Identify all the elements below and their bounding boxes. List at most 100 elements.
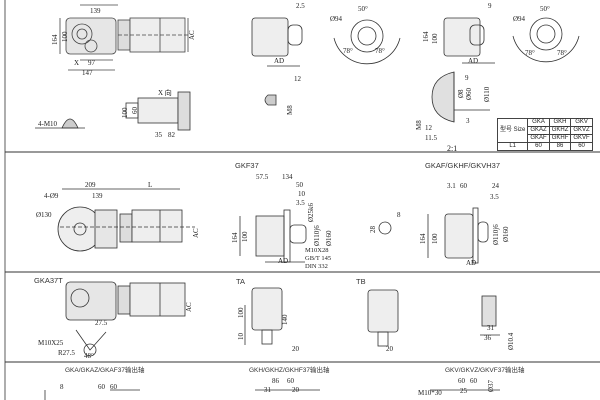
dim-label: 31 xyxy=(264,386,271,394)
dim-label: Ø8 xyxy=(457,89,465,98)
dim-label: 100 xyxy=(61,31,69,43)
dim-label: 147 xyxy=(82,69,93,77)
gkf37-gearmotor xyxy=(57,188,195,252)
dim-label: 2.5 xyxy=(296,2,305,10)
dim-label: 20 xyxy=(292,386,299,394)
dim-label: AC xyxy=(188,30,196,40)
dim-label: 50° xyxy=(540,5,550,13)
dim-label: 4-Ø9 xyxy=(44,192,59,200)
dim-label: Ø25k6 xyxy=(307,202,315,222)
gkaf-key-view xyxy=(378,221,392,235)
dim-label: 60 xyxy=(460,182,467,190)
section-title: GKA/GKAZ/GKAF37输出轴 xyxy=(65,367,145,374)
dim-label: M10*30 xyxy=(418,389,442,397)
section-title: TA xyxy=(236,277,246,286)
dim-label: 78° xyxy=(375,47,385,55)
dim-label: Ø37 xyxy=(487,379,495,392)
dim-label: 60 xyxy=(470,377,477,385)
dim-label: 36 xyxy=(484,334,491,342)
dim-label: 4-M10 xyxy=(38,120,58,128)
table-cell: GKVF xyxy=(570,134,593,143)
dim-label: X xyxy=(74,59,80,67)
dim-label: 60 xyxy=(110,383,117,391)
gka-foot-detail xyxy=(35,118,85,129)
dim-label: 78° xyxy=(343,47,353,55)
gka-x-view xyxy=(125,91,191,131)
dim-label: 57.5 xyxy=(256,173,269,181)
dim-label: 164 xyxy=(231,232,239,244)
gkf37-side-view xyxy=(239,209,307,263)
section-title: GKH/GKHZ/GKHF37输出轴 xyxy=(249,367,330,374)
ta-view xyxy=(244,287,283,345)
dim-label: Ø110 xyxy=(483,86,491,102)
dim-label: R27.5 xyxy=(58,349,75,357)
table-cell: GKHZ xyxy=(548,126,572,135)
dim-label: 8 xyxy=(60,383,64,391)
table-cell: 60 xyxy=(527,142,550,151)
key-detail-1 xyxy=(264,94,277,106)
table-cell: 86 xyxy=(548,142,572,151)
center-hole-note: M10X28 xyxy=(305,247,329,254)
row-label: L1 xyxy=(496,142,529,151)
angle-view-1 xyxy=(333,19,401,65)
dim-label: AD xyxy=(274,57,285,65)
center-hole-note: GB/T 145 xyxy=(305,255,332,262)
dim-label: 139 xyxy=(90,7,101,15)
dim-label: 100 xyxy=(241,231,249,243)
dim-label: 140 xyxy=(281,314,289,326)
dim-label: 60 xyxy=(458,377,465,385)
dim-label: 35 xyxy=(155,131,162,139)
dim-label: 82 xyxy=(168,131,175,139)
dim-label: 100 xyxy=(431,33,439,45)
section-title: GKA37T xyxy=(34,276,63,285)
output-shaft-drawings xyxy=(44,389,500,400)
size-header: 型号 Size xyxy=(496,118,529,143)
dim-label: 3.1 xyxy=(447,182,456,190)
dim-label: L xyxy=(148,181,153,189)
dim-label: 164 xyxy=(51,34,59,46)
dim-label: Ø110j6 xyxy=(492,224,500,245)
dim-label: 60 xyxy=(287,377,294,385)
dim-label: 86 xyxy=(272,377,279,385)
dim-label: 3 xyxy=(466,117,470,125)
dim-label: 31 xyxy=(487,324,494,332)
dim-label: 60 xyxy=(98,383,105,391)
section-title: GKF37 xyxy=(235,161,259,170)
table-cell: GKA xyxy=(527,118,550,127)
dim-label: 78° xyxy=(557,49,567,57)
dim-label: 164 xyxy=(419,233,427,245)
dim-label: Ø110j6 xyxy=(313,225,321,246)
dim-label: 24 xyxy=(492,182,499,190)
table-cell: GKAZ xyxy=(527,126,550,135)
gka37t-gearmotor xyxy=(65,281,186,357)
center-hole-note: DIN 332 xyxy=(305,263,328,270)
dim-label: M8 xyxy=(286,105,294,115)
dim-label: 50 xyxy=(296,181,303,189)
gkh-front-view xyxy=(251,17,303,67)
dim-label: AD xyxy=(466,259,477,267)
section-title: TB xyxy=(356,277,366,286)
dim-label: 100 xyxy=(121,107,129,119)
gka-gearmotor xyxy=(59,4,190,71)
section-title: GKV/GKVZ/GKVF37输出轴 xyxy=(445,367,525,374)
dim-label: 209 xyxy=(85,181,96,189)
table-cell: GKAF xyxy=(527,134,550,143)
dim-label: M8 xyxy=(415,120,423,130)
size-table: 型号 Size GKA GKH GKV GKAZ GKHZ GKVZ GKAF … xyxy=(496,118,593,151)
dim-label: 78° xyxy=(525,49,535,57)
dim-label: 20 xyxy=(292,345,299,353)
section-title: GKAF/GKHF/GKVH37 xyxy=(425,161,501,170)
scale-label: 2:1 xyxy=(447,144,458,153)
table-cell: GKV xyxy=(570,118,593,127)
dim-label: 25 xyxy=(460,387,467,395)
view-label: X 向 xyxy=(158,89,172,97)
dim-label: 139 xyxy=(92,192,103,200)
dim-label: 60 xyxy=(131,107,139,114)
shaft-section-detail xyxy=(431,71,490,123)
dim-label: 164 xyxy=(422,31,430,43)
table-cell: GKVZ xyxy=(570,126,593,135)
dim-label: 20 xyxy=(386,345,393,353)
dim-label: Ø160 xyxy=(325,230,333,246)
dim-label: 27.5 xyxy=(95,319,108,327)
